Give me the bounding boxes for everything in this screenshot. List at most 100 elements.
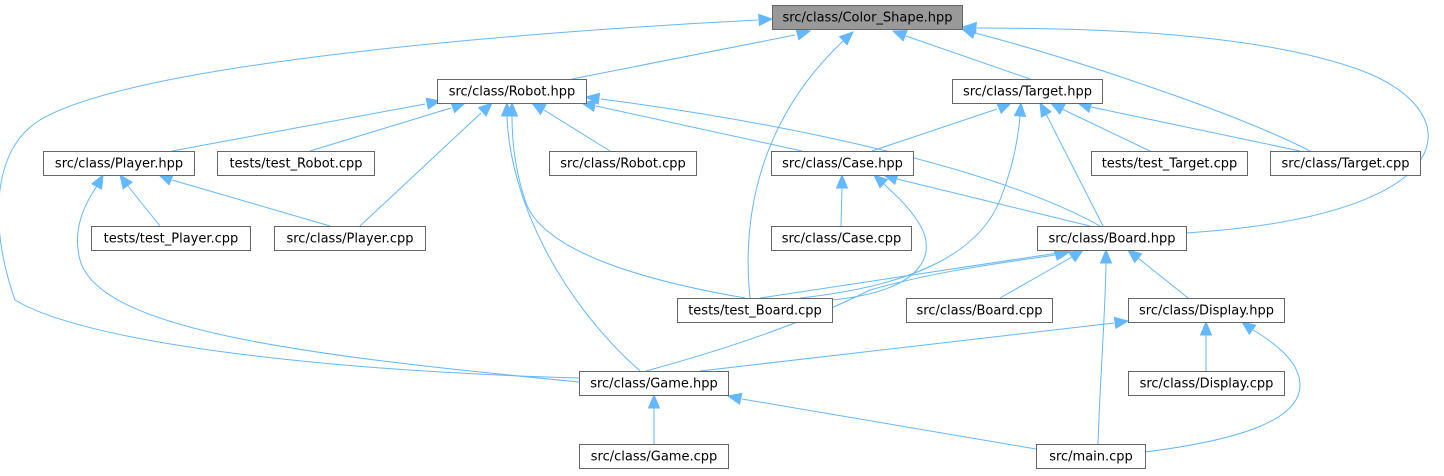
node-label: src/class/Case.hpp xyxy=(782,157,903,172)
node-box xyxy=(677,298,833,323)
edge-line xyxy=(171,179,331,227)
edge-arrowhead xyxy=(584,92,601,105)
edge-line xyxy=(1097,262,1107,445)
edge-target_cpp-to-target_hpp xyxy=(1076,100,1301,152)
node-box xyxy=(1037,226,1187,251)
node-target-cpp[interactable]: src/class/Target.cpp xyxy=(1270,151,1421,176)
node-label: src/class/Color_Shape.hpp xyxy=(782,11,952,26)
node-player-cpp[interactable]: src/class/Player.cpp xyxy=(274,226,426,251)
node-display-cpp[interactable]: src/class/Display.cpp xyxy=(1128,371,1285,396)
node-robot-hpp[interactable]: src/class/Robot.hpp xyxy=(437,79,587,104)
node-label: src/class/Player.hpp xyxy=(55,157,183,172)
node-box xyxy=(771,151,914,176)
edge-arrowhead xyxy=(1126,249,1143,264)
edge-game_hpp-to-color_shape xyxy=(0,13,774,379)
node-label: src/class/Target.cpp xyxy=(1281,157,1409,172)
node-label: tests/test_Target.cpp xyxy=(1102,157,1238,172)
edge-line xyxy=(831,183,927,301)
node-game-cpp[interactable]: src/class/Game.cpp xyxy=(579,444,729,469)
edge-line xyxy=(840,187,843,227)
node-label: src/class/Display.cpp xyxy=(1140,377,1274,392)
edge-arrowhead xyxy=(119,173,133,190)
node-main-cpp[interactable]: src/main.cpp xyxy=(1036,444,1146,469)
edge-test_target-to-target_hpp xyxy=(1049,102,1151,152)
edge-display_cpp-to-display_hpp xyxy=(1199,320,1213,371)
edge-line xyxy=(595,105,803,152)
edge-test_board-to-robot_hpp xyxy=(505,101,746,299)
edge-arrowhead xyxy=(1039,101,1052,118)
edge-player_hpp-to-robot_hpp xyxy=(171,97,442,152)
edge-line xyxy=(511,115,746,299)
edge-test_player-to-player_hpp xyxy=(119,173,161,227)
node-label: src/class/Game.cpp xyxy=(591,450,718,465)
node-color-shape[interactable]: src/class/Color_Shape.hpp xyxy=(772,5,963,30)
edge-arrowhead xyxy=(530,102,547,116)
node-box xyxy=(1128,371,1285,396)
node-test-board[interactable]: tests/test_Board.cpp xyxy=(677,298,833,323)
edge-line xyxy=(1090,106,1301,152)
edge-main_cpp-to-board_hpp xyxy=(1097,248,1113,445)
edge-arrowhead xyxy=(726,392,743,405)
edge-line xyxy=(759,252,1059,299)
node-label: src/class/Display.hpp xyxy=(1139,304,1274,319)
edge-arrowhead xyxy=(795,28,812,41)
edge-line xyxy=(359,112,482,227)
node-box xyxy=(771,226,912,251)
edge-arrowhead xyxy=(425,97,442,110)
node-target-hpp[interactable]: src/class/Target.hpp xyxy=(952,79,1103,104)
edge-line xyxy=(896,178,1091,227)
edge-arrowhead xyxy=(1049,102,1066,115)
edge-test_board-to-case_hpp xyxy=(831,174,927,301)
edge-arrowhead xyxy=(647,393,661,409)
node-robot-cpp[interactable]: src/class/Robot.cpp xyxy=(549,151,697,176)
edge-test_board-to-target_hpp xyxy=(799,101,1027,299)
edge-board_cpp-to-board_hpp xyxy=(999,249,1085,299)
node-box xyxy=(579,371,729,396)
edge-game_cpp-to-game_hpp xyxy=(647,393,661,444)
edge-main_cpp-to-game_hpp xyxy=(726,392,1037,450)
node-test-player[interactable]: tests/test_Player.cpp xyxy=(91,226,251,251)
edge-case_cpp-to-case_hpp xyxy=(835,173,849,227)
edge-arrowhead xyxy=(1240,321,1257,335)
node-test-robot[interactable]: tests/test_Robot.cpp xyxy=(217,151,375,176)
node-board-cpp[interactable]: src/class/Board.cpp xyxy=(906,298,1053,323)
node-display-hpp[interactable]: src/class/Display.hpp xyxy=(1128,298,1285,323)
node-label: tests/test_Player.cpp xyxy=(104,232,239,247)
edge-arrowhead xyxy=(996,102,1013,115)
node-game-hpp[interactable]: src/class/Game.hpp xyxy=(579,371,729,396)
edge-player_cpp-to-robot_hpp xyxy=(359,102,493,227)
node-label: src/class/Player.cpp xyxy=(286,232,413,247)
node-board-hpp[interactable]: src/class/Board.hpp xyxy=(1037,226,1187,251)
edge-arrowhead xyxy=(1099,248,1113,264)
node-label: src/class/Case.cpp xyxy=(782,232,902,247)
edge-main_cpp-to-display_hpp xyxy=(1144,321,1301,453)
node-box xyxy=(217,151,375,176)
edge-line xyxy=(506,115,641,372)
edge-line xyxy=(974,32,1311,152)
node-case-cpp[interactable]: src/class/Case.cpp xyxy=(771,226,912,251)
edge-target_hpp-to-color_shape xyxy=(891,30,1031,80)
edge-line xyxy=(699,322,1115,372)
edge-line xyxy=(741,398,1037,450)
edge-arrowhead xyxy=(961,21,977,35)
node-case-hpp[interactable]: src/class/Case.hpp xyxy=(771,151,914,176)
edge-game_hpp-to-player_hpp xyxy=(76,173,580,383)
edge-line xyxy=(127,185,161,227)
edge-game_hpp-to-display_hpp xyxy=(699,316,1130,372)
node-box xyxy=(91,226,251,251)
edge-robot_hpp-to-color_shape xyxy=(571,28,812,80)
edge-arrowhead xyxy=(1068,249,1085,263)
node-player-hpp[interactable]: src/class/Player.hpp xyxy=(43,151,195,176)
edge-arrowhead xyxy=(873,174,889,189)
edge-line xyxy=(309,107,452,152)
node-test-target[interactable]: tests/test_Target.cpp xyxy=(1091,151,1248,176)
node-box xyxy=(952,79,1103,104)
edge-line xyxy=(871,108,998,152)
edge-robot_cpp-to-robot_hpp xyxy=(530,102,611,152)
edge-test_robot-to-robot_hpp xyxy=(309,101,467,152)
edge-arrowhead xyxy=(477,102,493,117)
node-label: src/class/Board.hpp xyxy=(1048,232,1175,247)
node-label: src/class/Game.hpp xyxy=(590,377,718,392)
edge-test_board-to-color_shape xyxy=(747,31,854,299)
